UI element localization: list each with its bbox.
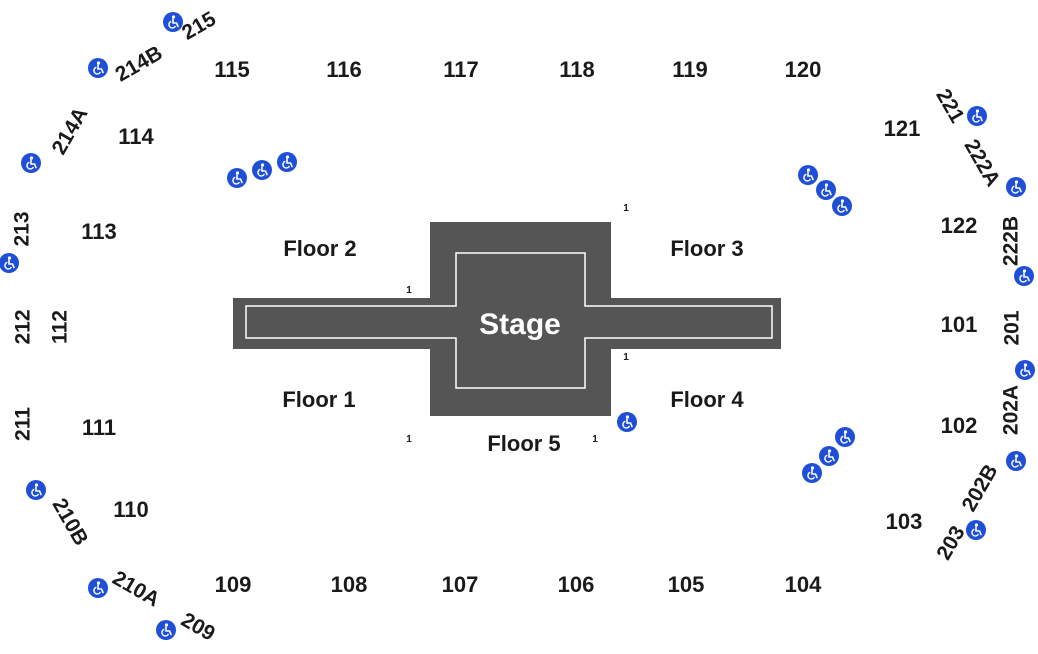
wheelchair-icon [617,412,637,432]
section-202a[interactable]: 202A [999,384,1023,436]
section-108[interactable]: 108 [330,572,368,597]
wheelchair-icon [227,168,247,188]
wheelchair-icon [832,196,852,216]
wheelchair-icon [816,180,836,200]
row-marker: 1 [623,352,629,363]
section-120[interactable]: 120 [784,57,822,82]
section-121[interactable]: 121 [883,116,921,141]
wheelchair-icon [163,12,183,32]
floor-5-label[interactable]: Floor 5 [487,431,561,456]
section-109[interactable]: 109 [214,572,252,597]
wheelchair-icon [1015,360,1035,380]
section-104[interactable]: 104 [784,572,822,597]
wheelchair-icon [1006,177,1026,197]
section-122[interactable]: 122 [940,213,978,238]
section-116[interactable]: 116 [326,57,362,82]
section-222b[interactable]: 222B [999,215,1023,267]
wheelchair-icon [156,620,176,640]
wheelchair-icon [967,106,987,126]
wheelchair-icon [0,253,19,273]
section-213[interactable]: 213 [10,211,34,247]
section-212[interactable]: 212 [11,309,35,345]
floor-3-label[interactable]: Floor 3 [670,236,744,261]
section-117[interactable]: 117 [443,57,479,82]
wheelchair-icon [21,153,41,173]
section-101[interactable]: 101 [940,312,978,337]
wheelchair-icon [1014,266,1034,286]
row-marker: 1 [592,434,598,445]
wheelchair-icon [798,165,818,185]
section-112[interactable]: 112 [48,310,72,344]
section-110[interactable]: 110 [113,497,149,522]
wheelchair-icon [835,427,855,447]
wheelchair-icon [1006,451,1026,471]
section-113[interactable]: 113 [81,219,117,244]
section-201[interactable]: 201 [1000,310,1024,346]
section-118[interactable]: 118 [559,57,595,82]
stage-label: Stage [479,308,561,341]
section-105[interactable]: 105 [667,572,705,597]
row-marker: 1 [623,203,629,214]
wheelchair-icon [252,160,272,180]
section-106[interactable]: 106 [557,572,595,597]
section-103[interactable]: 103 [885,509,923,534]
wheelchair-icon [88,578,108,598]
wheelchair-icon [819,446,839,466]
row-marker: 1 [406,285,412,296]
floor-1-label[interactable]: Floor 1 [282,387,356,412]
wheelchair-icon [88,58,108,78]
section-114[interactable]: 114 [118,124,154,149]
wheelchair-icon [802,463,822,483]
section-115[interactable]: 115 [214,57,250,82]
floor-2-label[interactable]: Floor 2 [283,236,357,261]
section-107[interactable]: 107 [441,572,479,597]
wheelchair-icon [966,520,986,540]
section-102[interactable]: 102 [940,413,978,438]
wheelchair-icon [26,480,46,500]
section-211[interactable]: 211 [11,407,35,441]
section-111[interactable]: 111 [81,415,117,440]
wheelchair-icon [277,152,297,172]
row-marker: 1 [406,434,412,445]
section-119[interactable]: 119 [672,57,708,82]
floor-4-label[interactable]: Floor 4 [670,387,744,412]
